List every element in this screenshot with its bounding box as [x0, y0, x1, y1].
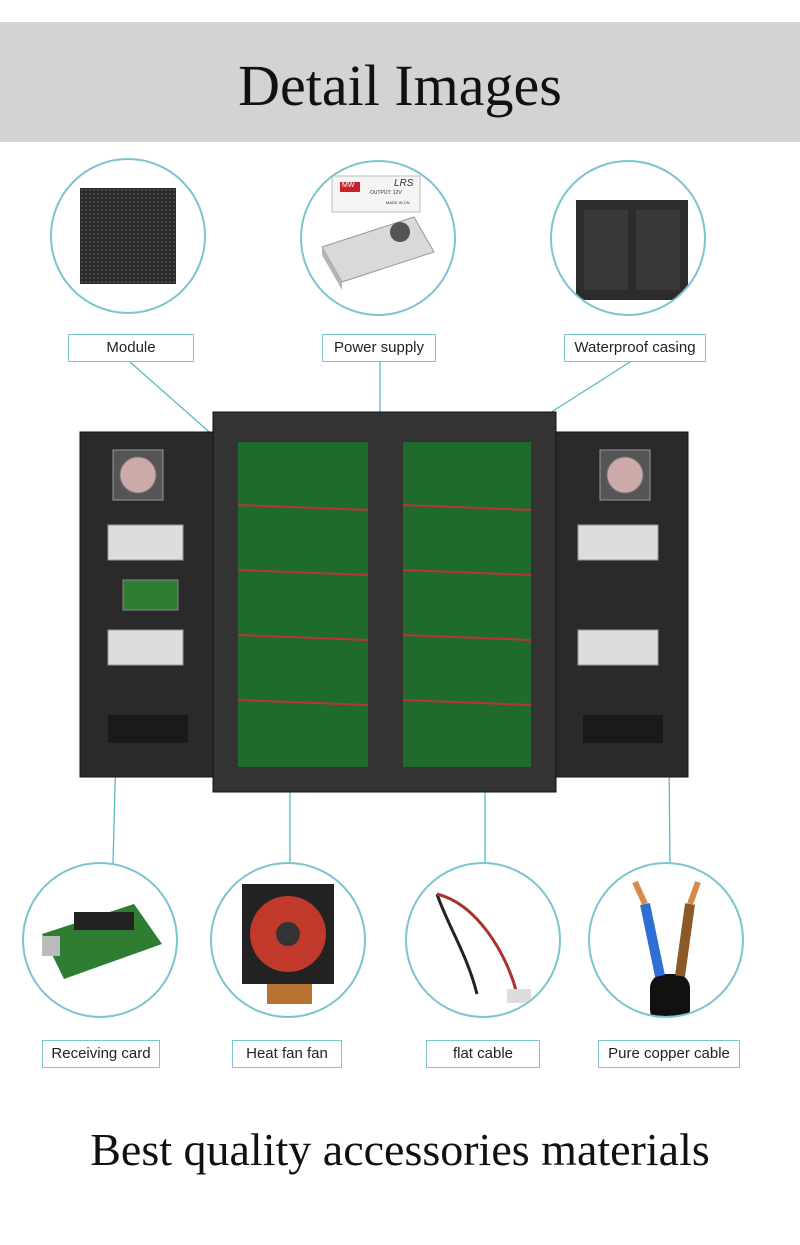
power-supply-icon: [321, 175, 435, 290]
power-supply-photo: MW LRS OUTPUT: 12V MADE IN CN: [300, 160, 456, 316]
footer-tagline: Best quality accessories materials: [90, 1124, 710, 1175]
flat-cable-photo: [405, 862, 561, 1018]
ps-output: OUTPUT: 12V: [370, 190, 402, 196]
receiving-card-icon: [42, 904, 162, 979]
casing-icon: [576, 200, 688, 300]
ps-brand: MW: [342, 182, 355, 189]
label-module: Module: [68, 334, 194, 362]
led-module-icon: [80, 188, 176, 284]
ps-made-in: MADE IN CN: [386, 200, 410, 205]
label-waterproof-casing: Waterproof casing: [564, 334, 706, 362]
led-cabinet-illustration: [79, 411, 689, 793]
copper-cable-photo: [588, 862, 744, 1018]
waterproof-casing-photo: [550, 160, 706, 316]
label-flat-cable: flat cable: [426, 1040, 540, 1068]
module-photo: [50, 158, 206, 314]
label-heat-fan: Heat fan fan: [232, 1040, 342, 1068]
label-power-supply: Power supply: [322, 334, 436, 362]
copper-cable-icon: [632, 880, 701, 1016]
header-banner: Detail Images: [0, 22, 800, 142]
label-receiving-card: Receiving card: [42, 1040, 160, 1068]
cooling-fan-icon: [242, 884, 334, 1004]
flat-cable-icon: [435, 892, 531, 1003]
heat-fan-photo: [210, 862, 366, 1018]
label-copper-cable: Pure copper cable: [598, 1040, 740, 1068]
ps-model: LRS: [394, 178, 414, 189]
receiving-card-photo: [22, 862, 178, 1018]
page-title: Detail Images: [238, 53, 562, 118]
